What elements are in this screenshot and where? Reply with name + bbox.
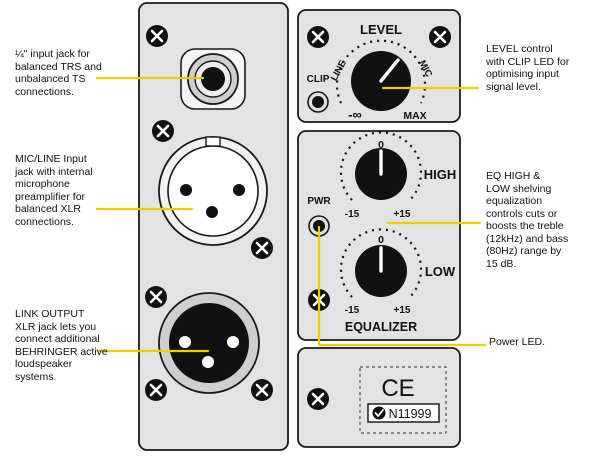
annotation-line: systems. <box>15 370 57 383</box>
annotation-line: preamplifier for <box>15 190 86 203</box>
level-max-label: MAX <box>403 110 426 122</box>
screw-icon <box>145 286 167 308</box>
annotation-line: 15 dB. <box>486 257 517 270</box>
cert-code: N11999 <box>389 407 432 421</box>
annotation-power-led: Power LED. <box>489 336 589 349</box>
annotation-line: BEHRINGER active <box>15 345 108 358</box>
annotation-mic-line-input: MIC/LINE Input jack with internal microp… <box>15 153 137 228</box>
high-max-label: +15 <box>394 209 411 220</box>
clip-label: CLIP <box>307 74 330 85</box>
screw-icon <box>146 25 168 47</box>
xlr-link-output-jack[interactable] <box>158 292 260 394</box>
annotation-line: connections. <box>15 85 74 98</box>
screw-icon <box>152 120 174 142</box>
annotation-line: connections. <box>15 215 74 228</box>
callout-power <box>317 225 487 347</box>
checkmark-icon <box>372 406 386 420</box>
equalizer-panel <box>297 130 461 341</box>
low-label: LOW <box>425 264 456 279</box>
annotation-line: Power LED. <box>489 336 546 348</box>
high-min-label: -15 <box>345 209 360 220</box>
pwr-label: PWR <box>307 196 331 207</box>
callout-lines <box>95 76 487 353</box>
low-min-label: -15 <box>345 305 360 316</box>
annotation-trs-jack: ¼" input jack for balanced TRS and unbal… <box>15 48 137 98</box>
annotation-line: XLR jack lets you <box>15 320 97 333</box>
screw-icon <box>251 237 273 259</box>
annotation-link-output: LINK OUTPUT XLR jack lets you connect ad… <box>15 308 137 383</box>
screw-icon <box>429 26 451 48</box>
annotation-line: loudspeaker <box>15 358 73 370</box>
annotation-line: with CLIP LED for <box>486 55 570 68</box>
annotation-line: balanced XLR <box>15 203 81 215</box>
low-center-label: 0 <box>378 234 384 246</box>
eq-low-knob[interactable] <box>355 245 407 297</box>
equalizer-title: EQUALIZER <box>345 320 417 334</box>
annotation-line: connect additional <box>15 333 100 345</box>
annotation-line: jack with internal <box>15 165 93 178</box>
screw-icon <box>307 26 329 48</box>
annotation-line: balanced TRS and <box>15 60 102 73</box>
annotation-line: LEVEL control <box>486 43 553 55</box>
annotation-line: (80Hz) range by <box>486 245 562 257</box>
level-min-label: -∞ <box>348 107 362 122</box>
annotation-line: ¼" input jack for <box>15 48 90 60</box>
level-knob[interactable] <box>351 51 411 111</box>
annotation-line: MIC/LINE Input <box>15 153 87 165</box>
eq-high-knob[interactable] <box>355 148 407 200</box>
annotation-line: (12kHz) and bass <box>486 232 569 245</box>
ce-mark: CE <box>381 375 414 402</box>
annotation-level-control: LEVEL control with CLIP LED for optimisi… <box>486 43 596 93</box>
low-max-label: +15 <box>394 305 411 316</box>
screw-icon <box>251 379 273 401</box>
annotation-line: unbalanced TS <box>15 73 86 85</box>
cert-badge <box>367 403 440 423</box>
high-label: HIGH <box>424 167 457 182</box>
annotation-line: signal level. <box>486 80 541 93</box>
annotation-line: LINK OUTPUT <box>15 308 85 320</box>
screw-icon <box>307 388 329 410</box>
xlr-input-jack[interactable] <box>158 136 268 246</box>
level-title: LEVEL <box>360 22 402 37</box>
annotation-line: LOW shelving <box>486 182 552 195</box>
annotation-line: optimising input <box>486 68 559 80</box>
annotation-line: boosts the treble <box>486 220 564 232</box>
clip-led <box>307 91 329 113</box>
annotation-line: microphone <box>15 178 70 190</box>
annotation-eq-controls: EQ HIGH & LOW shelving equalization cont… <box>486 170 596 270</box>
annotation-line: equalization <box>486 195 543 207</box>
high-center-label: 0 <box>378 139 384 151</box>
annotation-line: controls cuts or <box>486 207 558 220</box>
annotation-line: EQ HIGH & <box>486 170 541 182</box>
screw-icon <box>145 379 167 401</box>
cert-frame <box>359 366 447 434</box>
